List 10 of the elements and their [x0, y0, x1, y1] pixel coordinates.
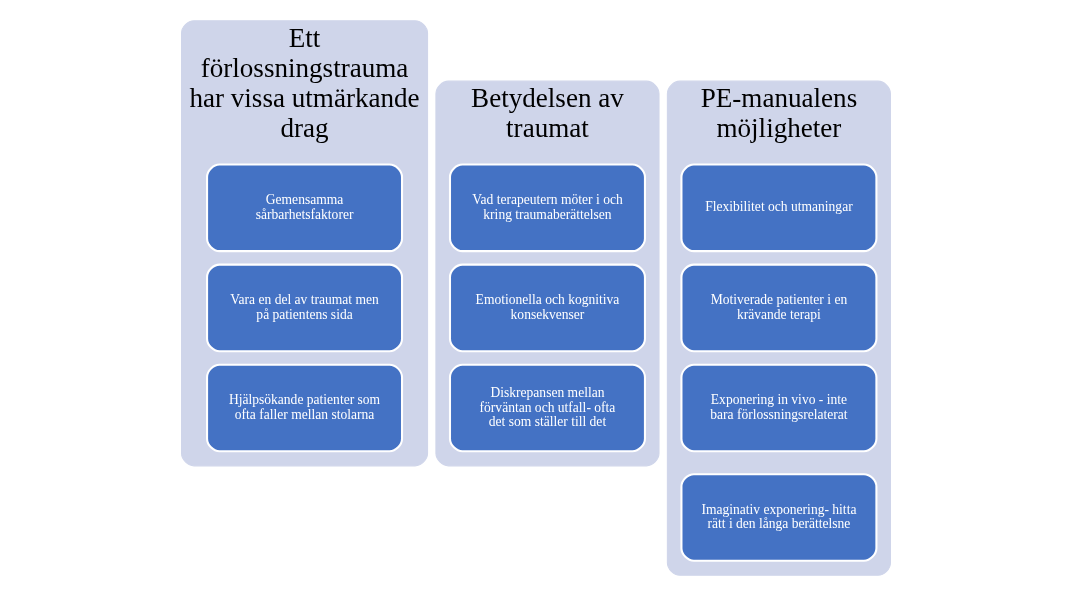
- node-box: Gemensamma sårbarhetsfaktorer: [205, 163, 403, 253]
- node-box: Vad terapeutern möter i och kring traumaberättelsen: [448, 163, 646, 253]
- node-box: Diskrepansen mellan förväntan och utfall- ofta det som ställer till det: [448, 363, 646, 453]
- node-box: Exponering in vivo - inte bara förlossningsrelaterat: [679, 363, 877, 453]
- node-box: Flexibilitet och utmaningar: [679, 163, 877, 253]
- node-box: Motiverade patienter i en krävande terapi: [679, 263, 877, 353]
- node-box: Emotionella och kognitiva konsekvenser: [448, 263, 646, 353]
- node-box: Imaginativ exponering- hitta rätt i den långa berättelsne: [679, 473, 877, 562]
- node-box: Hjälpsökande patienter som ofta faller mellan stolarna: [205, 363, 403, 453]
- node-box: Vara en del av traumat men på patientens sida: [205, 263, 403, 353]
